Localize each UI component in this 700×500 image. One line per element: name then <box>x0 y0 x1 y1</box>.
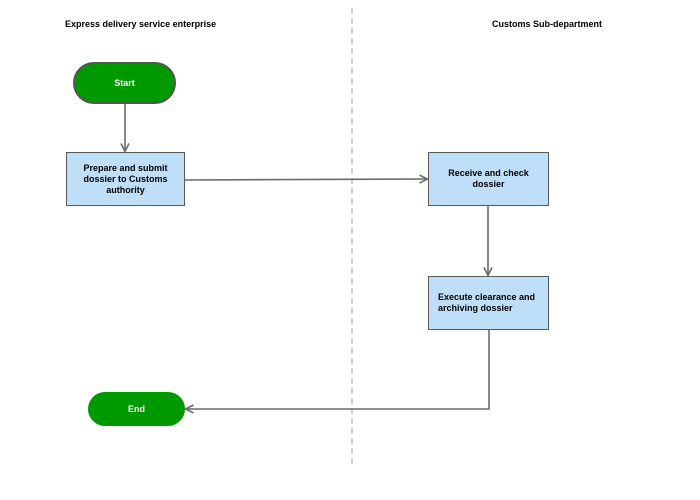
receive-check-process: Receive and check dossier <box>428 152 549 206</box>
arrow-execute-to-end <box>186 330 490 409</box>
execute-clearance-process: Execute clearance and archiving dossier <box>428 276 549 330</box>
lane-title-customs: Customs Sub-department <box>492 19 603 29</box>
prepare-label: Prepare and submit dossier to Customs au… <box>83 162 168 195</box>
start-label: Start <box>114 77 135 88</box>
arrow-prepare-to-receive <box>184 179 427 180</box>
execute-label: Execute clearance and archiving dossier <box>438 292 536 313</box>
end-terminal: End <box>88 392 185 426</box>
prepare-submit-process: Prepare and submit dossier to Customs au… <box>66 152 185 206</box>
lane-title-express-delivery: Express delivery service enterprise <box>65 19 217 29</box>
receive-label: Receive and check dossier <box>448 168 529 189</box>
start-terminal: Start <box>73 62 176 104</box>
end-label: End <box>128 403 145 414</box>
